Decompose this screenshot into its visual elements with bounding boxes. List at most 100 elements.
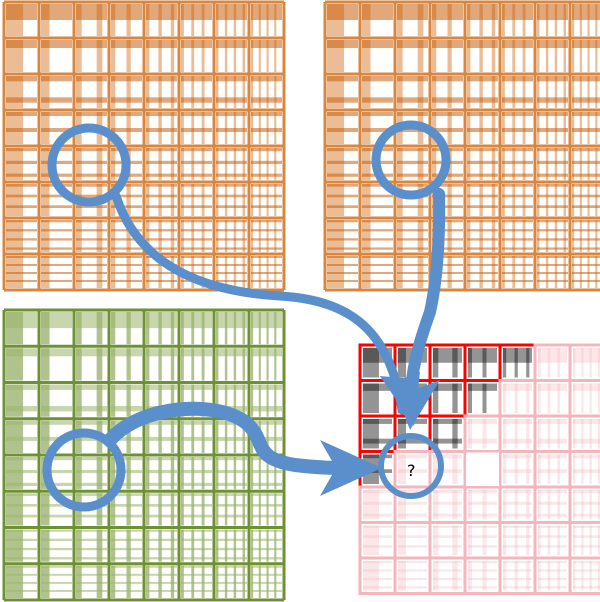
basis-band xyxy=(41,406,72,412)
basis-cell xyxy=(41,256,72,288)
basis-band xyxy=(503,454,532,459)
basis-band xyxy=(242,184,246,216)
basis-band xyxy=(146,97,177,103)
basis-band xyxy=(76,529,82,562)
basis-band xyxy=(251,557,282,560)
basis-cell xyxy=(216,565,247,598)
basis-band xyxy=(563,220,567,252)
basis-cell xyxy=(41,565,72,598)
basis-band xyxy=(191,348,195,381)
basis-band xyxy=(547,454,551,484)
basis-band xyxy=(433,438,462,444)
basis-band xyxy=(146,173,177,177)
basis-band xyxy=(251,173,282,177)
basis-cell xyxy=(327,40,358,72)
unknown-coefficient-cell xyxy=(358,521,397,560)
basis-band xyxy=(216,40,219,72)
basis-band xyxy=(158,220,162,252)
basis-cell xyxy=(467,112,498,144)
basis-band xyxy=(432,220,463,223)
basis-band xyxy=(266,384,269,417)
basis-band xyxy=(191,76,195,108)
basis-cell xyxy=(181,565,212,598)
basis-band xyxy=(41,457,72,461)
basis-band xyxy=(327,247,358,250)
basis-band xyxy=(482,490,487,520)
basis-band xyxy=(146,4,177,20)
basis-cell xyxy=(251,384,282,417)
basis-band xyxy=(111,384,142,390)
basis-band xyxy=(111,247,142,250)
basis-band xyxy=(514,419,518,449)
basis-band xyxy=(251,148,282,152)
basis-band xyxy=(417,184,424,216)
basis-band xyxy=(251,194,282,198)
basis-band xyxy=(467,184,471,216)
basis-band xyxy=(363,490,379,520)
basis-band xyxy=(547,490,551,520)
unknown-coefficient-cell xyxy=(498,414,537,453)
basis-band xyxy=(503,561,507,591)
basis-cell xyxy=(537,76,568,108)
basis-band xyxy=(76,514,107,518)
basis-band xyxy=(216,469,247,474)
basis-band xyxy=(146,547,177,551)
basis-band xyxy=(181,482,212,487)
basis-cell xyxy=(6,529,37,562)
basis-band xyxy=(432,256,463,258)
basis-band xyxy=(76,194,107,198)
basis-band xyxy=(41,40,72,48)
basis-band xyxy=(327,205,358,208)
basis-cell xyxy=(502,112,533,144)
basis-band xyxy=(201,40,205,72)
basis-band xyxy=(274,184,277,216)
basis-band xyxy=(111,205,142,208)
basis-band xyxy=(181,272,212,274)
basis-cell xyxy=(6,256,37,288)
arrow-head-icon xyxy=(388,370,440,430)
basis-band xyxy=(452,454,458,484)
basis-band xyxy=(573,490,600,493)
basis-band xyxy=(76,205,107,208)
basis-band xyxy=(76,148,107,152)
unknown-coefficient-cell xyxy=(393,521,432,560)
basis-band xyxy=(146,348,150,381)
basis-band xyxy=(41,4,72,20)
basis-band xyxy=(251,504,282,507)
basis-band xyxy=(111,514,142,518)
basis-band xyxy=(266,220,269,252)
basis-band xyxy=(468,438,497,444)
basis-band xyxy=(432,205,463,208)
basis-band xyxy=(181,557,212,560)
basis-band xyxy=(146,493,150,526)
basis-band xyxy=(41,420,72,425)
basis-band xyxy=(537,205,568,208)
basis-band xyxy=(433,545,462,548)
basis-cell xyxy=(181,40,212,72)
basis-band xyxy=(181,565,212,568)
basis-band xyxy=(397,238,428,241)
basis-band xyxy=(398,438,427,444)
basis-cell xyxy=(6,420,37,453)
basis-band xyxy=(467,160,498,164)
basis-band xyxy=(146,573,177,576)
basis-band xyxy=(216,160,247,164)
basis-band xyxy=(111,312,142,329)
basis-band xyxy=(251,184,282,187)
basis-band xyxy=(538,577,567,580)
basis-band xyxy=(557,348,560,378)
basis-cell xyxy=(251,4,282,36)
basis-band xyxy=(433,490,462,493)
unknown-coefficient-cell xyxy=(533,450,572,489)
basis-band xyxy=(6,40,37,48)
basis-band xyxy=(397,229,428,232)
basis-cell xyxy=(397,256,428,288)
basis-band xyxy=(573,419,600,424)
basis-band xyxy=(363,545,392,548)
basis-cell xyxy=(41,312,72,345)
basis-band xyxy=(6,529,24,562)
basis-band xyxy=(573,419,576,449)
known-coefficient-cell xyxy=(428,343,467,382)
basis-band xyxy=(327,76,358,82)
basis-band xyxy=(362,40,393,48)
